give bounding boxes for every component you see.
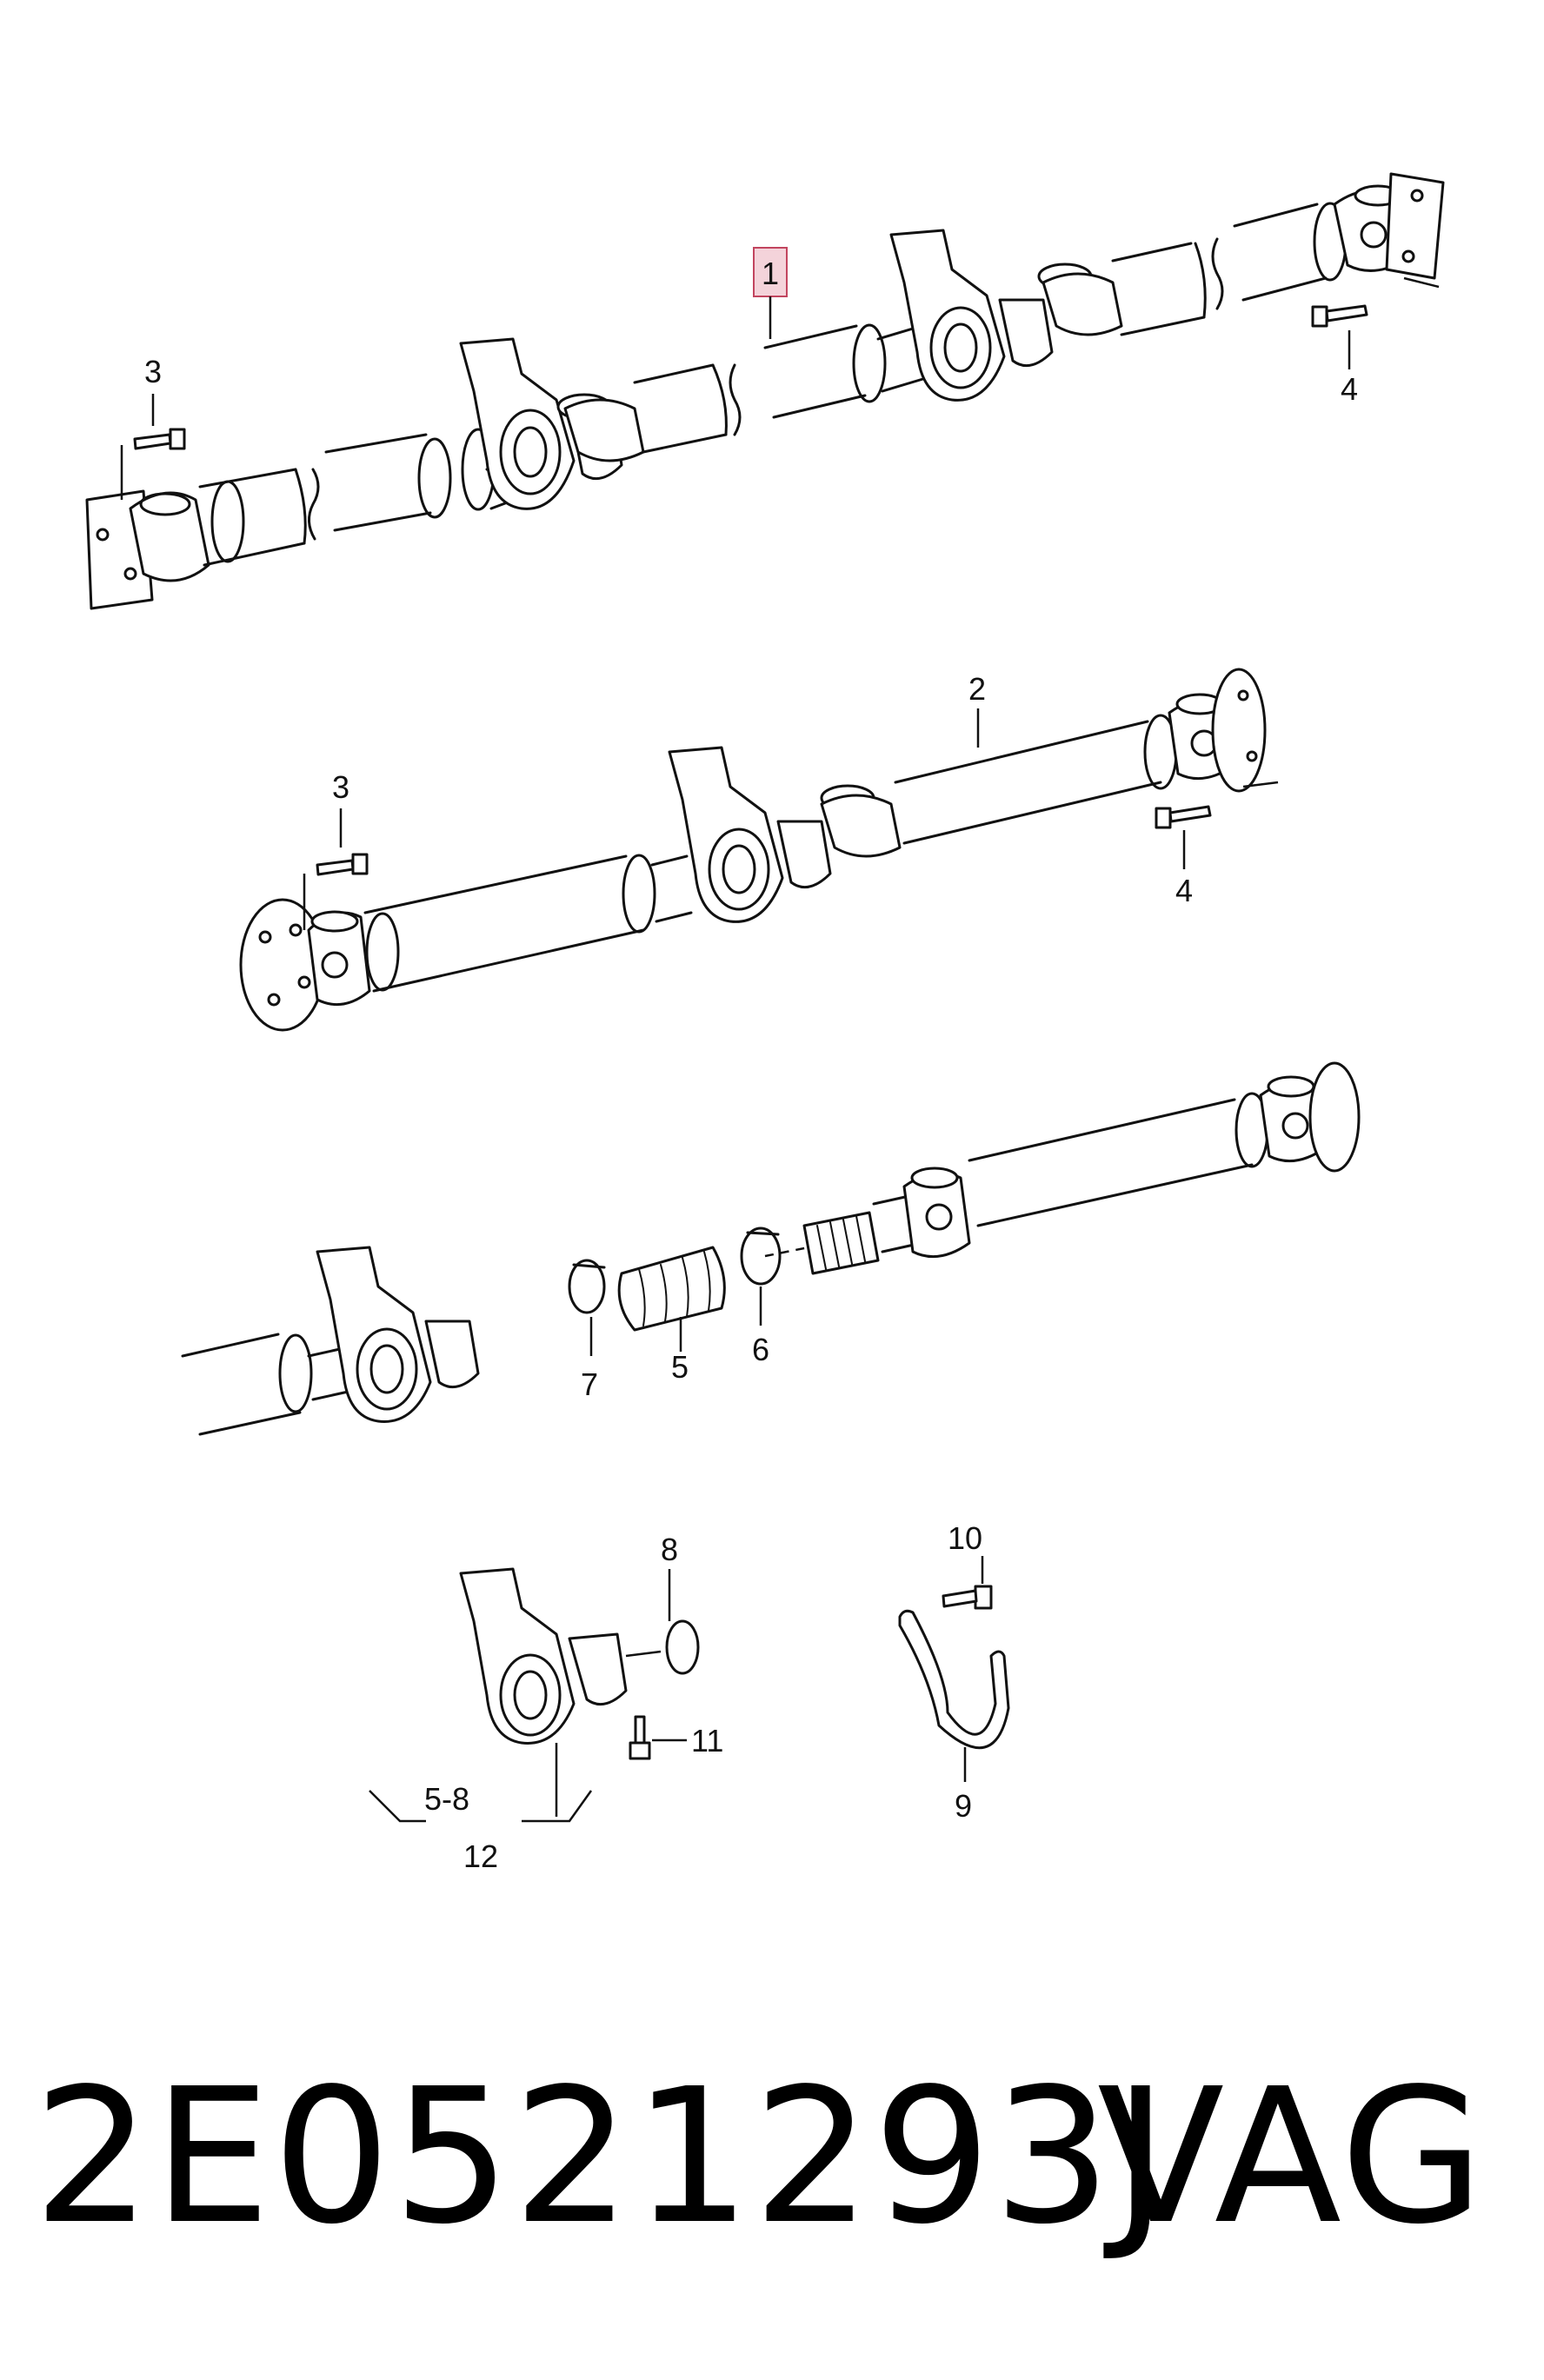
- bolt-4-top: [1311, 304, 1368, 369]
- centre-bearing-12: [369, 1567, 700, 1823]
- bolt-3-top: [120, 394, 186, 500]
- bolt-3-mid: [303, 808, 369, 930]
- callout-5-8: 5-8: [424, 1781, 469, 1817]
- strap-9: [898, 1556, 1010, 1782]
- callout-4a: 4: [1341, 371, 1358, 407]
- callout-5: 5: [671, 1349, 689, 1385]
- callout-8: 8: [661, 1532, 678, 1567]
- callout-12: 12: [463, 1838, 498, 1874]
- callout-6: 6: [752, 1332, 769, 1367]
- callout-10: 10: [948, 1520, 982, 1556]
- callout-9: 9: [955, 1788, 972, 1824]
- callout-2: 2: [968, 671, 986, 707]
- highlight-box: [753, 247, 788, 297]
- brand-label: VAG: [1097, 2049, 1487, 2265]
- part-number-label: 2E0521293J: [33, 2049, 1170, 2265]
- propshaft-assembly-2: [239, 668, 1279, 1032]
- propshaft-assembly-1: [85, 172, 1445, 610]
- bolt-4-mid: [1155, 805, 1212, 869]
- callout-11: 11: [691, 1723, 723, 1758]
- callout-4b: 4: [1175, 873, 1193, 908]
- callout-1: 1: [762, 256, 779, 291]
- callout-3b: 3: [332, 769, 349, 805]
- callout-7: 7: [581, 1366, 598, 1402]
- propshaft-detail: [181, 1061, 1361, 1436]
- callout-3a: 3: [144, 354, 162, 389]
